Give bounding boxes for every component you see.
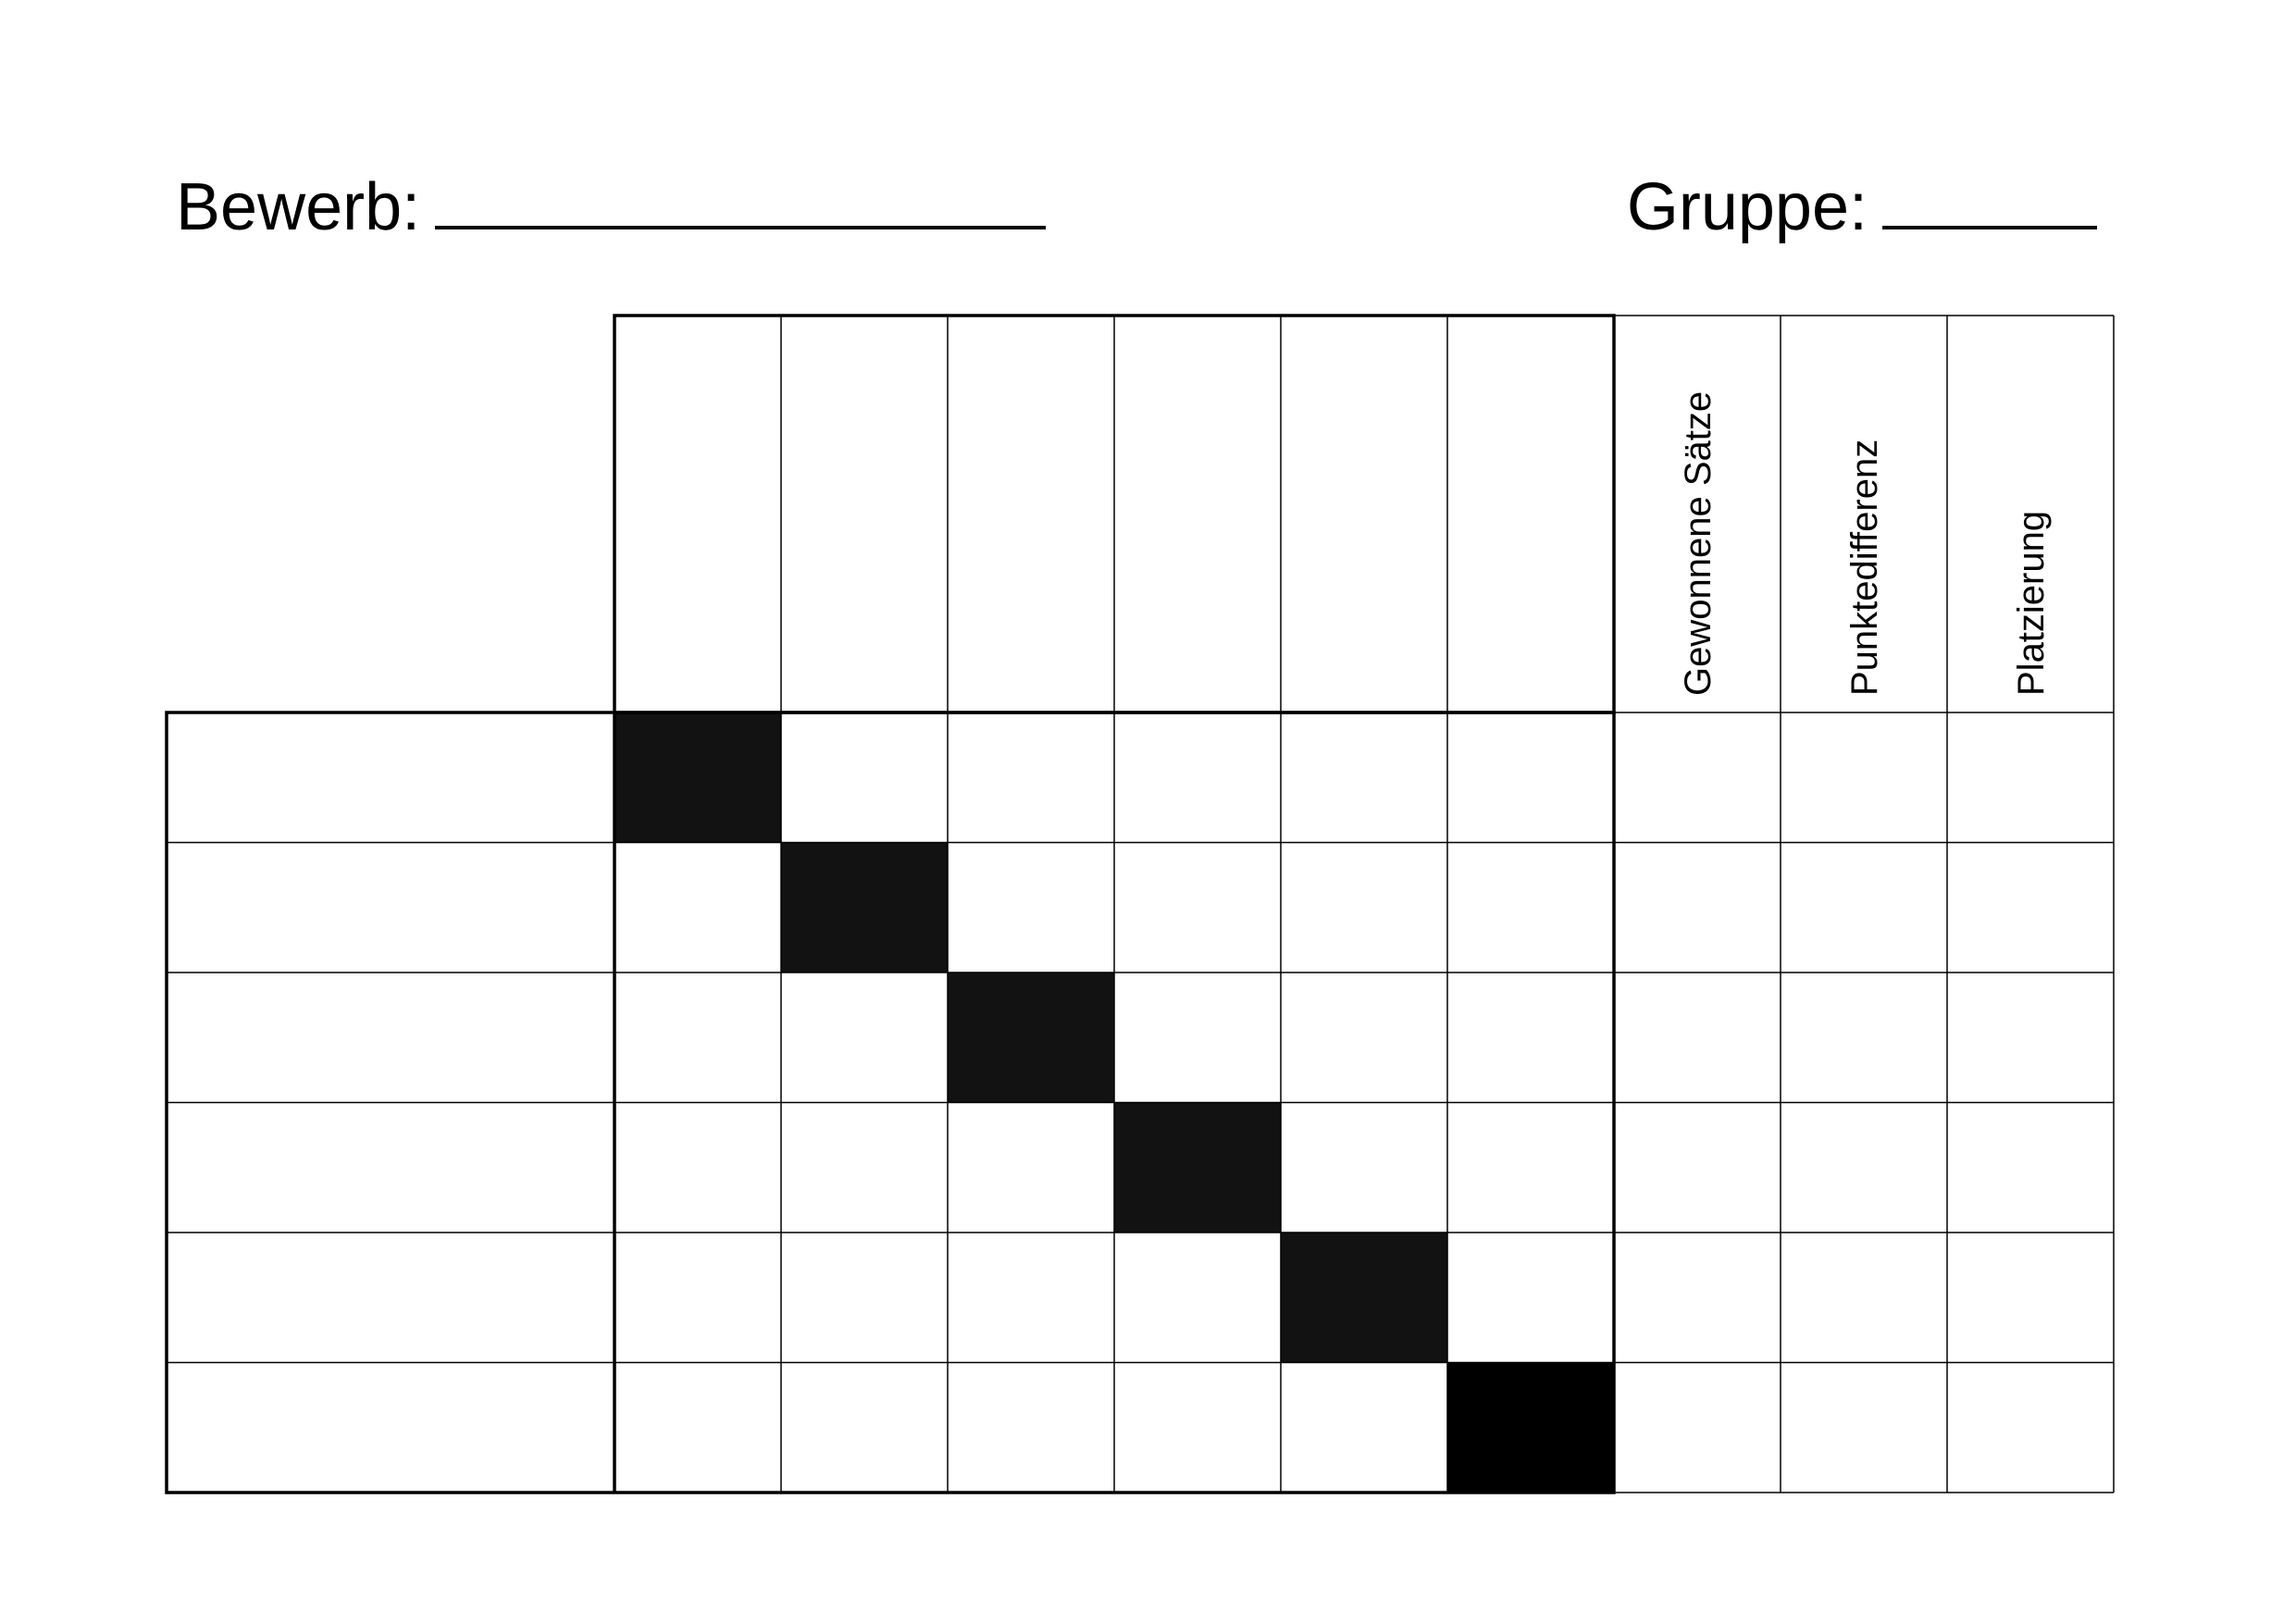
stat-cell[interactable] xyxy=(1781,712,1947,843)
match-result-cell[interactable] xyxy=(948,1102,1114,1233)
stat-header-cell xyxy=(1614,316,1781,712)
match-result-cell[interactable] xyxy=(781,712,948,843)
stat-cell[interactable] xyxy=(1947,1233,2114,1363)
body-border xyxy=(165,711,1616,1494)
player-name-cell[interactable] xyxy=(167,973,614,1103)
player-name-cell[interactable] xyxy=(167,1102,614,1233)
match-result-cell[interactable] xyxy=(1281,712,1447,843)
match-result-cell[interactable] xyxy=(1281,973,1447,1103)
opponent-header-cell[interactable] xyxy=(1114,316,1281,712)
stat-cell[interactable] xyxy=(1781,973,1947,1103)
match-result-cell[interactable] xyxy=(614,842,781,973)
player-name-cell[interactable] xyxy=(167,712,614,843)
opponent-header-cell[interactable] xyxy=(781,316,948,712)
player-name-cell[interactable] xyxy=(167,1233,614,1363)
stat-cell[interactable] xyxy=(1947,1362,2114,1493)
match-result-cell[interactable] xyxy=(1114,973,1281,1103)
bewerb-blank-line[interactable] xyxy=(435,226,1047,229)
stat-header-cell xyxy=(1947,316,2114,712)
match-result-cell[interactable] xyxy=(1281,842,1447,973)
match-result-cell[interactable] xyxy=(1114,1362,1281,1493)
match-result-cell[interactable] xyxy=(1114,1233,1281,1363)
stat-cell[interactable] xyxy=(1614,1233,1781,1363)
stat-cell[interactable] xyxy=(1781,1362,1947,1493)
blocked-diagonal-cell xyxy=(1447,1362,1614,1493)
stat-cell[interactable] xyxy=(1614,973,1781,1103)
match-result-cell[interactable] xyxy=(1447,842,1614,973)
stat-cell[interactable] xyxy=(1947,842,2114,973)
gruppe-title: Gruppe: xyxy=(1627,163,2097,252)
match-result-cell[interactable] xyxy=(948,712,1114,843)
stat-cell[interactable] xyxy=(1614,1102,1781,1233)
stat-cell[interactable] xyxy=(1781,1233,1947,1363)
stat-header-label: Gewonnene Sätze xyxy=(1678,391,1719,696)
stat-cell[interactable] xyxy=(1947,712,2114,843)
stat-header-label: Platzierung xyxy=(2011,511,2052,696)
blocked-diagonal-cell xyxy=(614,712,781,843)
match-result-cell[interactable] xyxy=(948,1233,1114,1363)
match-result-cell[interactable] xyxy=(1281,1362,1447,1493)
match-result-cell[interactable] xyxy=(614,1233,781,1363)
blocked-diagonal-cell xyxy=(1114,1102,1281,1233)
gruppe-blank-line[interactable] xyxy=(1882,226,2097,229)
match-result-cell[interactable] xyxy=(948,842,1114,973)
match-result-cell[interactable] xyxy=(948,1362,1114,1493)
match-result-cell[interactable] xyxy=(1447,973,1614,1103)
stat-cell[interactable] xyxy=(1614,1362,1781,1493)
blocked-diagonal-cell xyxy=(948,973,1114,1103)
match-result-cell[interactable] xyxy=(1281,1102,1447,1233)
match-result-cell[interactable] xyxy=(1447,712,1614,843)
bewerb-label: Bewerb: xyxy=(176,170,421,244)
opponent-header-cell[interactable] xyxy=(1281,316,1447,712)
match-result-cell[interactable] xyxy=(781,1362,948,1493)
opponent-header-cell[interactable] xyxy=(948,316,1114,712)
stat-cell[interactable] xyxy=(1947,1102,2114,1233)
player-name-cell[interactable] xyxy=(167,842,614,973)
blocked-diagonal-cell xyxy=(781,842,948,973)
match-result-cell[interactable] xyxy=(614,1102,781,1233)
match-result-cell[interactable] xyxy=(1114,842,1281,973)
stat-header-label: Punktedifferenz xyxy=(1844,440,1885,696)
stat-header-cell xyxy=(1781,316,1947,712)
gruppe-label: Gruppe: xyxy=(1626,170,1868,244)
match-result-cell[interactable] xyxy=(781,973,948,1103)
stat-cell[interactable] xyxy=(1781,1102,1947,1233)
match-result-cell[interactable] xyxy=(1447,1233,1614,1363)
stat-cell[interactable] xyxy=(1614,842,1781,973)
opponent-header-cell[interactable] xyxy=(614,316,781,712)
blocked-diagonal-cell xyxy=(1281,1233,1447,1363)
bewerb-title: Bewerb: xyxy=(176,163,1047,252)
stat-cell[interactable] xyxy=(1781,842,1947,973)
match-result-cell[interactable] xyxy=(781,1233,948,1363)
match-result-cell[interactable] xyxy=(1114,712,1281,843)
match-result-cell[interactable] xyxy=(1447,1102,1614,1233)
match-result-cell[interactable] xyxy=(781,1102,948,1233)
player-name-cell[interactable] xyxy=(167,1362,614,1493)
stat-cell[interactable] xyxy=(1947,973,2114,1103)
opponent-header-cell[interactable] xyxy=(1447,316,1614,712)
stat-cell[interactable] xyxy=(1614,712,1781,843)
match-result-cell[interactable] xyxy=(614,1362,781,1493)
match-result-cell[interactable] xyxy=(614,973,781,1103)
